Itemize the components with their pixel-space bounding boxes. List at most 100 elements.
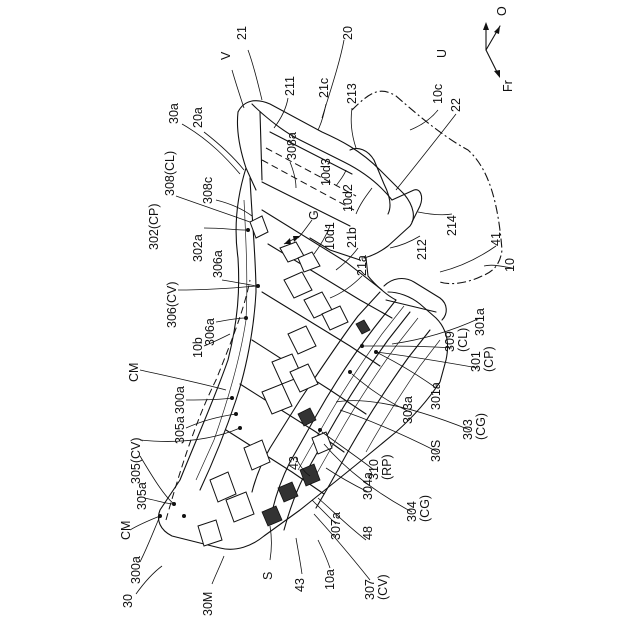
lead-213 xyxy=(351,108,356,148)
lead-V xyxy=(232,70,244,108)
lead-22 xyxy=(396,114,456,190)
label-308cl: 308(CL) xyxy=(163,151,177,196)
clip-dark-2 xyxy=(262,506,282,526)
label-g: G xyxy=(307,210,321,220)
label-308c: 308c xyxy=(201,177,215,204)
label-306a-2: 306a xyxy=(203,318,217,346)
slot-9 xyxy=(262,384,292,414)
label-300a-2: 300a xyxy=(129,556,143,584)
label-43-1: 43 xyxy=(287,456,301,470)
axis-fr-head xyxy=(494,70,500,78)
body-outline-lower xyxy=(440,276,482,284)
bracket-212 xyxy=(366,258,396,300)
label-s: S xyxy=(261,572,275,580)
lead-302a xyxy=(204,228,246,230)
vehicle-body-outline xyxy=(166,91,502,520)
orientation-axes: O U Fr xyxy=(435,6,515,92)
label-cm-1: CM xyxy=(127,363,141,382)
shroud-rib-1 xyxy=(270,132,352,174)
reference-labels: 2120V21121c21310c2230a20a308(CL)302(CP)3… xyxy=(119,26,517,616)
clip-dark-4 xyxy=(300,464,320,486)
fastener-305a-2b xyxy=(182,514,186,518)
label-304cg: 304(CG) xyxy=(405,495,432,522)
clip-304 xyxy=(312,432,332,454)
gap-g-head-1 xyxy=(284,238,291,244)
lead-43-2 xyxy=(296,538,302,574)
shroud-front-edge xyxy=(237,112,256,190)
label-305cv: 305(CV) xyxy=(129,437,143,484)
axis-o-label: O xyxy=(495,6,509,16)
lead-214 xyxy=(418,212,452,215)
fastener-310 xyxy=(318,428,322,432)
label-212: 212 xyxy=(415,239,429,260)
label-306cv: 306(CV) xyxy=(165,281,179,328)
label-308a: 308a xyxy=(285,132,299,160)
bracket-214 xyxy=(392,190,422,222)
gap-g-marker xyxy=(284,236,300,244)
label-v: V xyxy=(219,51,233,60)
fastener-302a xyxy=(246,228,250,232)
lead-10a xyxy=(318,540,330,568)
lead-10d3 xyxy=(336,170,346,186)
label-20: 20 xyxy=(341,26,355,40)
axis-fr-line xyxy=(486,50,498,74)
label-21c: 21c xyxy=(317,78,331,98)
axis-u-head xyxy=(483,22,489,30)
label-307a: 307a xyxy=(329,512,343,540)
clip-dark-5 xyxy=(356,320,370,334)
label-305a-1: 305a xyxy=(173,416,187,444)
label-303a: 303a xyxy=(401,396,415,424)
label-10d2: 10d2 xyxy=(341,184,355,212)
label-43-2: 43 xyxy=(293,578,307,592)
label-214: 214 xyxy=(445,215,459,236)
label-41: 41 xyxy=(489,232,503,246)
label-300a-1: 300a xyxy=(173,386,187,414)
slot-12 xyxy=(198,520,222,546)
label-10b: 10b xyxy=(191,337,205,358)
shroud-rib-2 xyxy=(262,182,350,226)
panel-ridge-1 xyxy=(262,210,382,290)
label-10: 10 xyxy=(503,258,517,272)
label-21b: 21b xyxy=(345,227,359,248)
label-20a: 20a xyxy=(191,107,205,128)
lead-21 xyxy=(248,50,262,100)
lead-10d2 xyxy=(356,188,372,214)
fastener-306a-1 xyxy=(256,284,260,288)
lead-309 xyxy=(364,346,452,348)
label-305a-2: 305a xyxy=(135,482,149,510)
axis-u-label: U xyxy=(435,49,449,58)
label-211: 211 xyxy=(283,76,297,96)
label-30s: 30S xyxy=(429,440,443,462)
shroud-v-line xyxy=(260,112,262,180)
label-301cp: 301(CP) xyxy=(469,346,496,372)
lead-308c xyxy=(216,200,252,216)
label-10d1: 10d1 xyxy=(323,222,337,250)
lead-306CV xyxy=(178,286,256,290)
lead-30a xyxy=(182,124,240,174)
lead-30M xyxy=(212,556,224,584)
fastener-309 xyxy=(360,344,364,348)
fastener-303a xyxy=(348,370,352,374)
lead-41 xyxy=(440,246,496,272)
label-21: 21 xyxy=(235,26,249,40)
lead-G xyxy=(298,220,312,238)
lead-300a-1 xyxy=(186,398,232,400)
label-213: 213 xyxy=(345,83,359,104)
shroud-bracket-213 xyxy=(350,148,390,214)
axis-o-head xyxy=(494,26,500,34)
front-member-41 xyxy=(384,279,446,320)
label-309cl: 309(CL) xyxy=(443,328,470,352)
lead-CM-2 xyxy=(130,516,160,530)
lead-30S xyxy=(340,410,438,452)
label-306a-1: 306a xyxy=(211,250,225,278)
label-301a-1: 301a xyxy=(473,308,487,336)
label-301a-2: 301a xyxy=(429,382,443,410)
leader-lines xyxy=(130,40,512,594)
label-10a: 10a xyxy=(323,569,337,590)
label-304a: 304a xyxy=(361,472,375,500)
lead-21a xyxy=(330,276,362,298)
clip-dark-1 xyxy=(298,408,316,426)
label-307cv: 307(CV) xyxy=(363,574,390,600)
